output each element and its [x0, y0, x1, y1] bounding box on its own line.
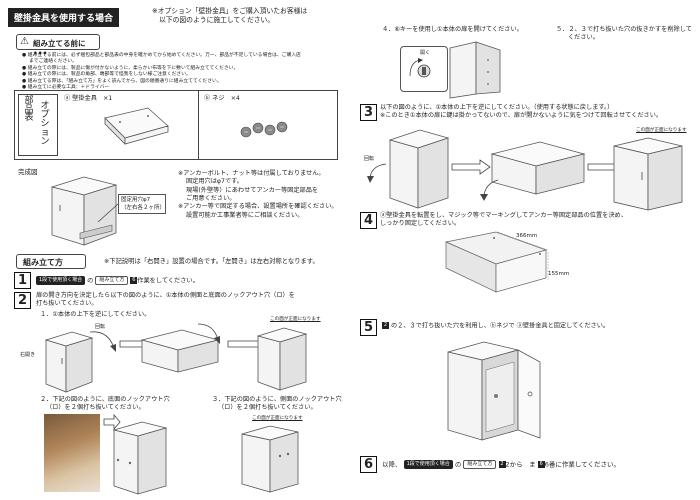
step2-cabinet-side	[241, 425, 299, 493]
front-label-3: この面が正面になります	[636, 128, 687, 133]
parts-table	[14, 90, 338, 160]
rotate-label-3: 回転	[364, 156, 375, 162]
rotate-arrow-icon	[480, 179, 499, 201]
step3-cabinet-1	[388, 129, 450, 209]
bullet-2: 組み立ての際には、製品に傷が付かないように、柔らかい布等を下に敷いて組み立ててく…	[27, 65, 239, 71]
before-assembly-heading-box: ⚠ 組み立てる前に•••	[16, 34, 100, 58]
step-3-line1: 以下の図のように、①本体の上下を逆にしてください。（使用する状態に戻します。）	[380, 104, 614, 111]
rotate-arrow-icon	[89, 331, 116, 352]
option-note-1: ※オプション「壁掛金具」をご購入頂いたお客様は	[152, 7, 308, 15]
wall-bracket-dimension-drawing	[444, 231, 549, 293]
rotate-label-1: 回転	[95, 324, 106, 330]
step-4-sub4: ４．⑥キーを使用し①本体の扉を開けてください。	[382, 26, 523, 33]
step3-cabinet-2	[490, 141, 586, 195]
parts-label-col2: オ プ シ ョ ン	[40, 101, 50, 147]
step5-cabinet-illustration	[447, 341, 541, 441]
completed-label: 完成図	[18, 168, 38, 176]
step-2-sub2-line2: （ロ）を２個打ち抜いてください。	[46, 404, 145, 411]
step-5-sub5-line1: ５．２、３で打ち抜いた穴の抜きかすを削除して	[556, 26, 692, 33]
step-2-sub2-line1: ２．下記の図のように、底面のノックアウト穴	[40, 396, 170, 403]
part-b-label: ⓑ ネジ ×4	[204, 95, 240, 102]
bullet-1: 組み立てる前には、必ず梱包部品と部品表の中身を確かめてから始めてください。万一、…	[27, 53, 301, 58]
step-3-number: 3	[360, 104, 377, 121]
wall-bracket-illustration	[104, 107, 169, 145]
right-arrow-icon	[451, 159, 491, 175]
step-5-number: 5	[360, 319, 377, 336]
parts-label-col1: 部 品 表	[24, 96, 34, 123]
anchor-note: ※アンカーボルト、ナット等は付属しておりません。 固定用穴はφ7です。 現場(外…	[178, 170, 338, 219]
bullet-4: 組み立てる際は、「組み立て方」をよく読んでから、図の順番通りに組み立ててください…	[27, 78, 222, 84]
before-assembly-heading: 組み立てる前に•••	[33, 39, 86, 58]
door-open-illustration	[449, 41, 501, 99]
step-4-line2: しっかり固定してください。	[380, 220, 461, 227]
step-1-number: 1	[14, 272, 31, 289]
callout-leader	[97, 203, 119, 223]
screws-illustration	[240, 121, 288, 138]
step-2-sub3-line2: （ロ）を２個打ち抜いてください。	[218, 404, 317, 411]
dim-width: 366mm	[516, 233, 538, 239]
bullet-5: 組み立てに必要な工具：＋ドライバー	[27, 85, 110, 91]
parts-divider	[198, 90, 199, 160]
key-lock-icon	[409, 58, 431, 78]
step-6-number: 6	[360, 456, 377, 473]
dim-height: 155mm	[548, 271, 570, 277]
step-4-number: 4	[360, 212, 377, 229]
key-detail-box	[400, 46, 448, 92]
right-open-label: 右開き	[20, 352, 36, 358]
option-note-2: 以下の図のように施工してください。	[159, 16, 275, 24]
parts-label-box	[18, 94, 58, 156]
step3-cabinet-3	[613, 137, 683, 211]
step-2-line1: 扉の開き方向を決定したら以下の図のように、①本体の側面と底面のノックアウト穴（ロ…	[36, 292, 295, 299]
bullet-1b: までご連絡ください。	[29, 59, 77, 65]
right-arrow-icon	[103, 413, 121, 431]
step2-cabinet-3	[256, 327, 308, 391]
fixing-hole-callout: 固定用穴φ7 （左右各２ヶ所）	[118, 194, 166, 214]
page-title: 壁掛金具を使用する場合	[8, 8, 120, 27]
before-assembly-list: ● 組み立てる前には、必ず梱包部品と部品表の中身を確かめてから始めてください。万…	[22, 53, 301, 91]
bullet-3: 組み立ての際には、製品の角部、端部等で怪我をしない様ご注意ください。	[27, 72, 191, 78]
step2-cabinet-bottom	[112, 421, 168, 495]
step-5-sub5-line2: ください。	[568, 34, 599, 41]
step-2-line2: 打ち抜いてください。	[36, 300, 98, 307]
part-a-label: ⓐ 壁掛金具 ×1	[64, 95, 113, 102]
rotate-arrow-icon	[197, 323, 220, 344]
assembly-note: ※下記説明は「右開き」設置の場合です。「左開き」は左右対称となります。	[104, 258, 319, 265]
hammer-photo	[44, 414, 100, 492]
step2-cabinet-1	[44, 331, 94, 393]
step-5-text: 2 の２、３で打ち抜いた穴を利用し、ⓑネジで ⓐ壁掛金具と固定してください。	[382, 322, 610, 330]
completed-cabinet-illustration	[50, 176, 118, 246]
front-label-1: この面が正面になります	[270, 317, 321, 322]
front-label-2: この面が正面になります	[252, 416, 303, 421]
assembly-heading: 組み立て方	[16, 254, 86, 269]
step-2-sub3-line1: ３．下記の図のように、側面のノックアウト穴	[212, 396, 342, 403]
step-3-line2: ※このとき①本体の扉に鍵は掛かってないので、扉が開かないように気をつけて回転させ…	[380, 112, 663, 119]
step-2-sub1: １．①本体の上下を逆にしてください。	[40, 311, 151, 318]
warning-icon: ⚠	[20, 36, 29, 47]
step-2-number: 2	[14, 292, 31, 309]
step-4-line1: ⓐ壁掛金具を転置をし、マジック等でマーキングしてアンカー等固定部品の位置を決め、	[380, 212, 627, 219]
open-label: 開く	[420, 50, 431, 56]
rotate-arrow-icon	[367, 163, 387, 183]
